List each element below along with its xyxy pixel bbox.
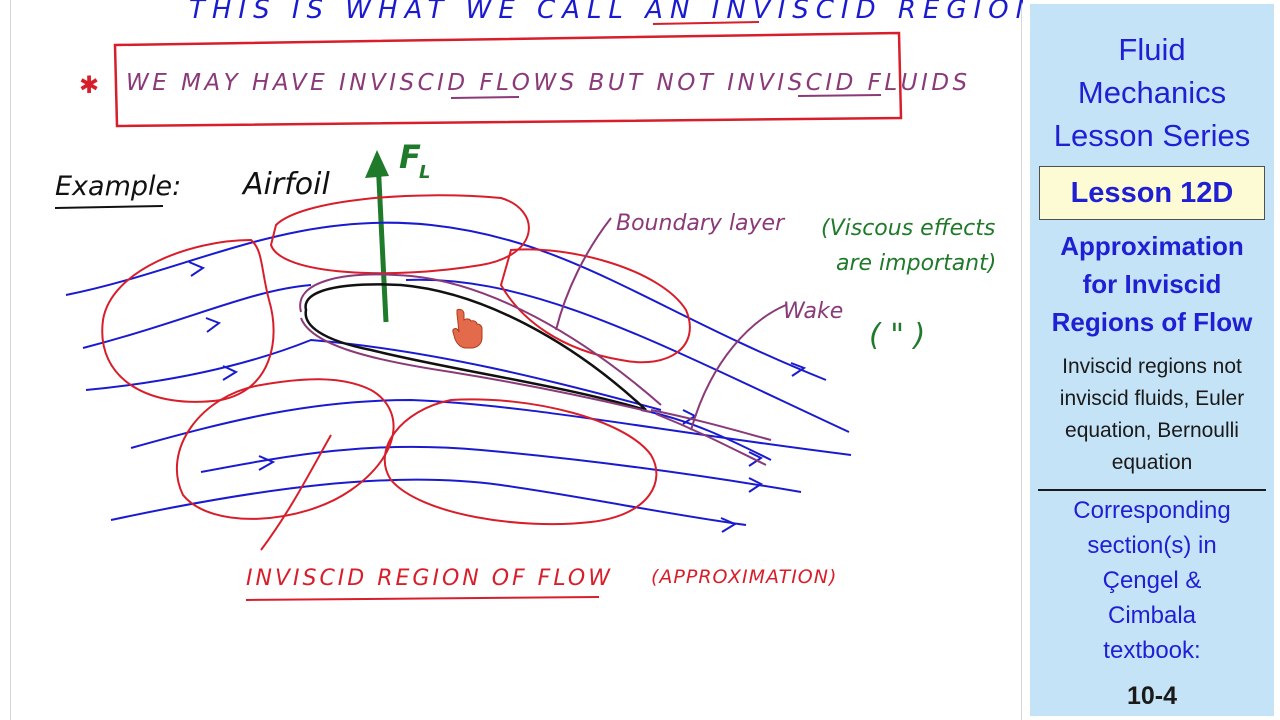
- inviscid-region-label: INVISCID REGION OF FLOW: [246, 566, 613, 591]
- series-title-line2: Mechanics: [1077, 75, 1227, 110]
- lesson-topic-line3: Regions of Flow: [1051, 307, 1253, 337]
- inviscid-region-underline: [245, 596, 600, 601]
- boundary-layer-and-wake: [299, 217, 787, 466]
- example-label: Example:: [55, 171, 181, 202]
- lift-label: F: [399, 138, 421, 176]
- sections-line3: Çengel &: [1102, 567, 1202, 594]
- series-title-line3: Lesson Series: [1053, 118, 1251, 153]
- sections-line5: textbook:: [1103, 637, 1201, 664]
- fluids-underline: [797, 94, 882, 97]
- lesson-number-badge: Lesson 12D: [1039, 166, 1265, 220]
- series-title-line1: Fluid: [1118, 32, 1186, 67]
- left-margin: [0, 0, 10, 720]
- ditto-note: ( " ): [869, 318, 925, 353]
- statement-box: [113, 31, 903, 128]
- boxed-statement: WE MAY HAVE INVISCID FLOWS BUT NOT INVIS…: [126, 70, 971, 96]
- top-text-underline: [652, 21, 760, 25]
- sections-line4: Cimbala: [1107, 602, 1197, 629]
- streamline-arrows: [188, 261, 807, 533]
- lesson-description: Inviscid regions not inviscid fluids, Eu…: [1038, 351, 1266, 479]
- lift-arrow-head: [365, 150, 389, 178]
- lesson-desc-line3: equation, Bernoulli: [1065, 419, 1239, 442]
- approximation-label: (APPROXIMATION): [651, 566, 837, 588]
- inviscid-regions: [101, 194, 691, 551]
- flows-underline: [450, 96, 520, 99]
- lesson-sidebar: Fluid Mechanics Lesson Series Lesson 12D…: [1030, 4, 1274, 716]
- whiteboard-canvas[interactable]: THIS IS WHAT WE CALL AN INVISCID REGION …: [10, 0, 1023, 720]
- top-partial-text: THIS IS WHAT WE CALL AN INVISCID REGION …: [189, 0, 1023, 25]
- airfoil-label: Airfoil: [241, 167, 330, 202]
- lesson-desc-line1: Inviscid regions not: [1062, 355, 1242, 378]
- boundary-layer-label: Boundary layer: [616, 211, 786, 236]
- lift-arrow-shaft: [375, 159, 389, 323]
- sections-line1: Corresponding: [1073, 497, 1231, 524]
- lesson-topic-line2: for Inviscid: [1082, 269, 1222, 299]
- whiteboard-drawing: THIS IS WHAT WE CALL AN INVISCID REGION …: [54, 0, 1023, 601]
- lesson-desc-line4: equation: [1111, 451, 1193, 474]
- lesson-topic: Approximation for Inviscid Regions of Fl…: [1030, 227, 1274, 341]
- sections-line2: section(s) in: [1087, 532, 1217, 559]
- viscous-note-line2: are important): [836, 251, 996, 276]
- lesson-desc-line2: inviscid fluids, Euler: [1059, 387, 1245, 410]
- sidebar-divider: [1038, 489, 1266, 491]
- lift-subscript: L: [419, 162, 430, 183]
- viscous-note-line1: (Viscous effects: [821, 216, 995, 241]
- hand-pointer-icon: [452, 308, 483, 349]
- example-underline: [54, 205, 164, 209]
- lesson-topic-line1: Approximation: [1060, 231, 1244, 261]
- star-marker: ✱: [79, 71, 99, 99]
- streamlines: [65, 221, 852, 526]
- wake-label: Wake: [783, 299, 843, 324]
- textbook-section-number: 10-4: [1126, 682, 1178, 710]
- textbook-sections-label: Corresponding section(s) in Çengel & Cim…: [1036, 493, 1268, 668]
